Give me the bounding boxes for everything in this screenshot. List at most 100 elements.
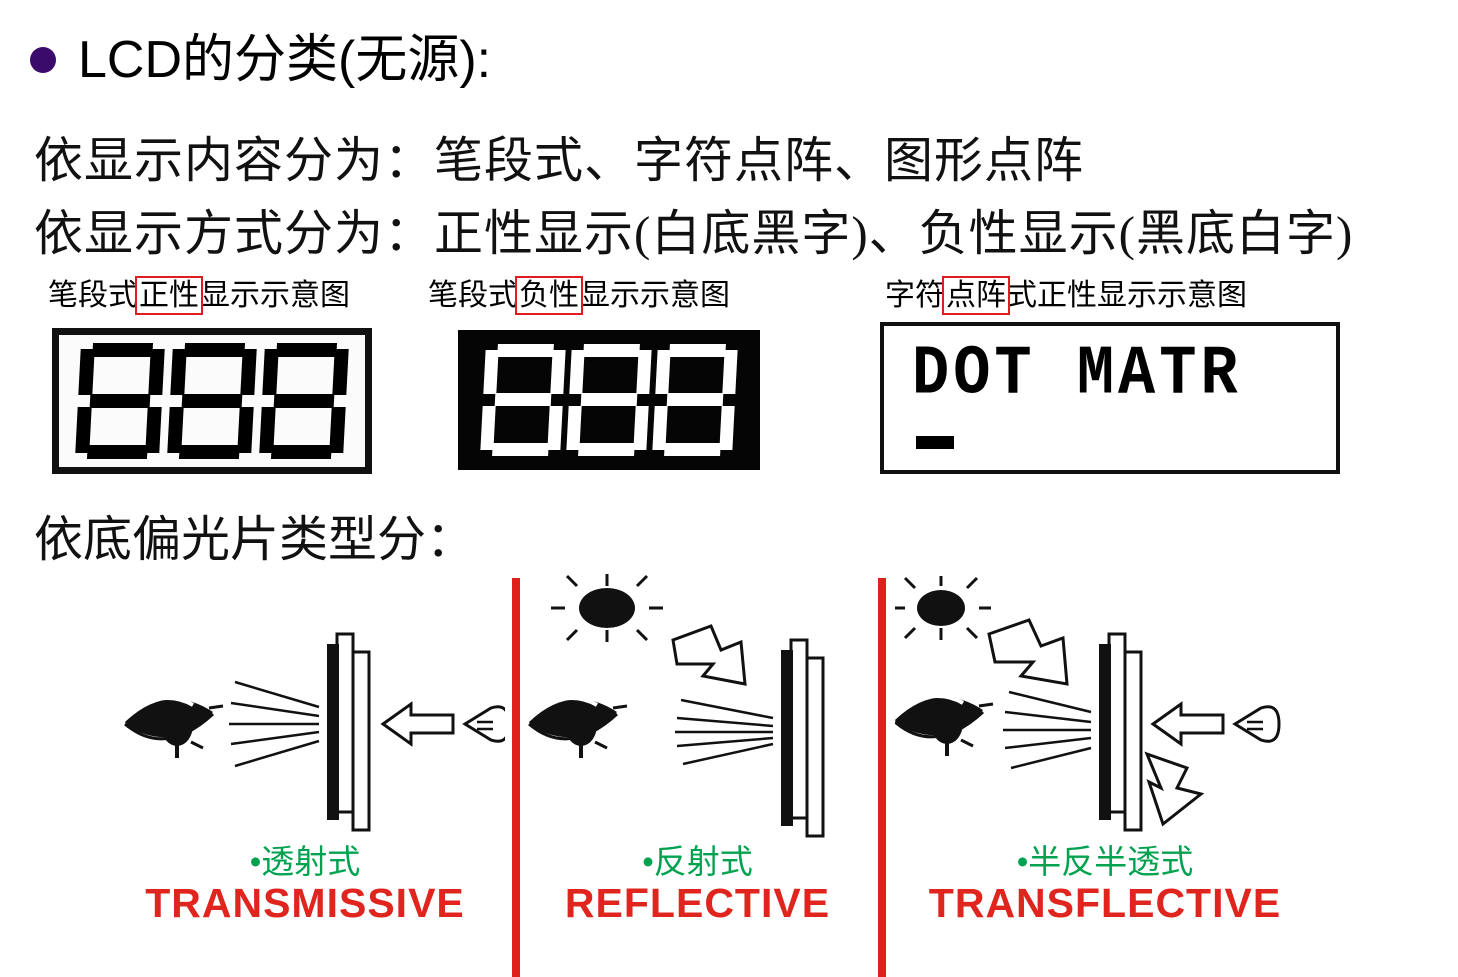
transmissive-svg (124, 632, 511, 832)
seven-segment-digit (259, 343, 349, 459)
backlight-bulb-icon (462, 705, 511, 743)
lcd-panel-icon (1099, 632, 1143, 832)
caption-positive-highlight: 正性 (135, 276, 203, 315)
segment-d (178, 445, 240, 459)
caption-positive-prefix: 笔段式 (48, 279, 138, 312)
reflective-svg (528, 574, 825, 838)
seven-segment-digit (566, 344, 652, 456)
reflective-label-en: REFLECTIVE (564, 880, 831, 927)
segment-e (566, 406, 582, 450)
caption-dotmatrix: 字符点阵式正性显示示意图 (885, 270, 1247, 315)
eye-icon (528, 696, 628, 758)
caption-dotmatrix-suffix: 式正性显示示意图 (1007, 279, 1247, 312)
panel-transflective: •半反半透式 TRANSFLECTIVE (893, 572, 1315, 977)
segment-d (270, 445, 332, 459)
segment-f (483, 350, 499, 394)
transmissive-label-en: TRANSMISSIVE (145, 880, 465, 927)
seven-segment-digit (75, 343, 165, 459)
incident-light-arrow-icon (987, 618, 1069, 686)
polarizer-heading: 依底偏光片类型分： (34, 512, 476, 567)
transflective-label-en: TRANSFLECTIVE (928, 880, 1282, 927)
segment-f (78, 349, 95, 395)
incident-light-arrow-icon (671, 624, 747, 686)
dotmatrix-screen-text: DOT MATR (912, 334, 1242, 414)
segment-g (181, 394, 243, 408)
segment-g (89, 394, 151, 408)
caption-positive-suffix: 显示示意图 (200, 279, 350, 312)
segment-f (170, 349, 187, 395)
light-rays (229, 680, 320, 768)
bullet-icon (30, 47, 56, 73)
segment-a (184, 343, 246, 357)
segment-e (652, 406, 668, 450)
transflective-svg (893, 576, 1281, 832)
display-content-line: 依显示内容分为：笔段式、字符点阵、图形点阵 (34, 133, 1085, 188)
transmissive-labels: •透射式 TRANSMISSIVE (105, 843, 505, 927)
segment-d (86, 445, 148, 459)
polarizer-panel-group: •透射式 TRANSMISSIVE (0, 572, 1458, 977)
caption-negative-highlight: 负性 (515, 276, 583, 315)
reflected-light-arrow-icon (1144, 751, 1205, 827)
eye-icon (894, 694, 994, 756)
segment-d (578, 443, 635, 456)
segment-g (580, 393, 638, 406)
segment-f (569, 350, 585, 394)
segment-g (273, 394, 335, 408)
transmissive-label-cn: •透射式 (249, 843, 361, 880)
segment-e (480, 406, 496, 450)
segment-b (722, 350, 738, 394)
segment-b (550, 350, 566, 394)
segment-c (547, 406, 563, 450)
reflective-labels: •反射式 REFLECTIVE (525, 843, 870, 927)
sun-icon (551, 574, 663, 642)
segment-d (664, 443, 721, 456)
segment-g (494, 393, 552, 406)
caption-negative-suffix: 显示示意图 (580, 279, 730, 312)
panel-divider (878, 578, 886, 977)
backlight-arrow-icon (1150, 701, 1225, 747)
segment-c (633, 406, 649, 450)
segment-f (655, 350, 671, 394)
transflective-label-cn: •半反半透式 (1016, 843, 1194, 880)
segment-b (332, 349, 349, 395)
caption-negative-segment: 笔段式负性显示示意图 (428, 270, 730, 315)
eye-icon (124, 696, 224, 758)
caption-dotmatrix-prefix: 字符 (885, 279, 945, 312)
backlight-arrow-icon (380, 701, 455, 747)
page-title: LCD的分类(无源): (78, 31, 492, 89)
transmissive-diagram (105, 572, 511, 852)
segment-c (237, 407, 254, 453)
segment-a (583, 344, 640, 357)
caption-negative-prefix: 笔段式 (428, 279, 518, 312)
panel-divider (512, 578, 520, 977)
segment-e (167, 407, 184, 453)
lcd-positive-display (52, 328, 372, 474)
sun-icon (893, 576, 991, 640)
segment-b (240, 349, 257, 395)
segment-a (276, 343, 338, 357)
transflective-labels: •半反半透式 TRANSFLECTIVE (895, 843, 1315, 927)
segment-e (75, 407, 92, 453)
lcd-negative-display (458, 330, 760, 470)
panel-reflective: •反射式 REFLECTIVE (525, 572, 870, 977)
segment-a (497, 344, 554, 357)
lcd-panel-icon (327, 632, 371, 832)
light-rays (675, 698, 774, 766)
reflective-diagram (525, 572, 870, 852)
caption-positive-segment: 笔段式正性显示示意图 (48, 270, 350, 315)
segment-a (669, 344, 726, 357)
panel-transmissive: •透射式 TRANSMISSIVE (105, 572, 511, 977)
segment-g (666, 393, 724, 406)
seven-segment-digit (167, 343, 257, 459)
segment-f (262, 349, 279, 395)
seven-segment-digits (458, 330, 760, 470)
seven-segment-digit (652, 344, 738, 456)
reflective-label-cn: •反射式 (642, 843, 753, 880)
segment-c (329, 407, 346, 453)
display-mode-line: 依显示方式分为：正性显示(白底黑字)、负性显示(黑底白字) (34, 206, 1354, 261)
lcd-dotmatrix-display: DOT MATR (880, 322, 1340, 474)
transflective-diagram (893, 572, 1315, 852)
seven-segment-digit (480, 344, 566, 456)
seven-segment-digits (59, 335, 365, 467)
lcd-panel-icon (781, 638, 825, 838)
